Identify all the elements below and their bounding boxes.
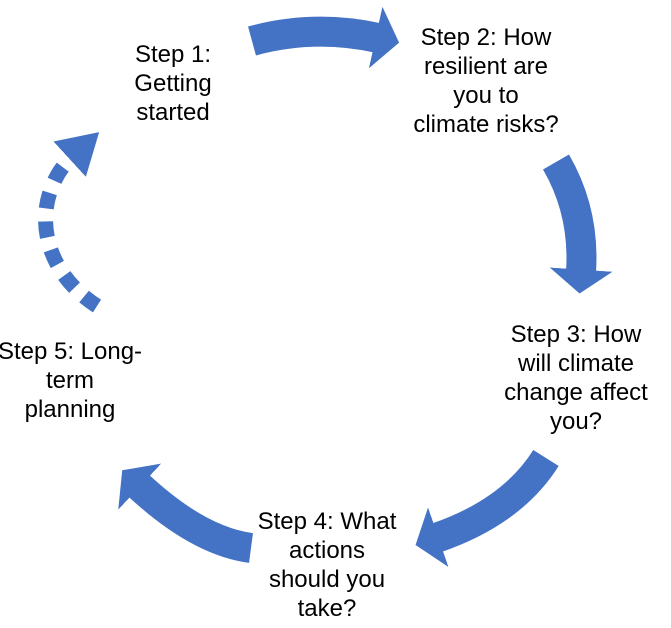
arrow-step2-to-step3-icon (542, 154, 613, 294)
step-4-label: Step 4: What actions should you take? (257, 508, 397, 622)
arrow-step1-to-step2-icon (248, 6, 400, 69)
step-3-label: Step 3: How will climate change affect y… (504, 321, 648, 435)
step-1-label: Step 1: Getting started (134, 41, 212, 126)
step-2-label: Step 2: How resilient are you to climate… (413, 24, 559, 138)
arrow-step5-to-step1-dashed-icon (38, 132, 102, 313)
step-5-label: Step 5: Long- term planning (0, 338, 143, 423)
arrow-step4-to-step5-icon (118, 463, 254, 563)
arrow-step3-to-step4-icon (415, 449, 559, 568)
